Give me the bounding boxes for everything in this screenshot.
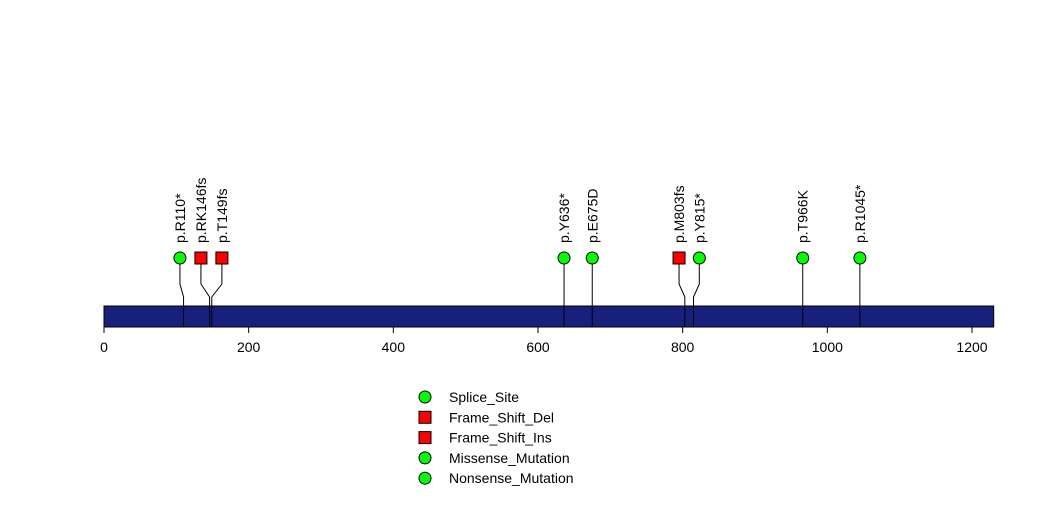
mutation-head-circle	[853, 251, 867, 265]
legend-label: Missense_Mutation	[449, 450, 570, 466]
x-tick-label: 200	[237, 339, 261, 355]
legend-label: Nonsense_Mutation	[449, 470, 574, 486]
protein-bar	[103, 305, 995, 328]
legend-circle-icon	[418, 390, 432, 404]
x-tick-label: 0	[100, 339, 108, 355]
mutation-label: p.R1045*	[852, 184, 868, 243]
mutation-label: p.R110*	[172, 193, 188, 243]
mutation-head-square	[194, 251, 208, 265]
legend-circle-icon	[418, 471, 432, 485]
legend-circle-icon	[418, 451, 432, 465]
legend-square-icon	[418, 431, 432, 445]
mutation-label: p.RK146fs	[193, 178, 209, 243]
x-tick-label: 800	[671, 339, 695, 355]
x-tick-label: 400	[382, 339, 406, 355]
mutation-label: p.Y636*	[556, 193, 572, 243]
mutation-label: p.T149fs	[214, 189, 230, 243]
x-tick-label: 1000	[812, 339, 843, 355]
mutation-head-circle	[557, 251, 571, 265]
mutation-head-circle	[173, 251, 187, 265]
mutation-label: p.E675D	[584, 189, 600, 243]
x-tick-label: 1200	[956, 339, 987, 355]
legend-square-icon	[418, 410, 432, 424]
legend-label: Splice_Site	[449, 389, 519, 405]
mutation-label: p.Y815*	[691, 193, 707, 243]
mutation-head-square	[672, 251, 686, 265]
mutation-head-circle	[585, 251, 599, 265]
mutation-head-circle	[796, 251, 810, 265]
legend-label: Frame_Shift_Ins	[449, 430, 552, 446]
mutation-label: p.M803fs	[671, 185, 687, 243]
mutation-head-square	[215, 251, 229, 265]
mutation-label: p.T966K	[795, 189, 811, 243]
legend-label: Frame_Shift_Del	[449, 409, 554, 425]
x-tick-label: 600	[526, 339, 550, 355]
mutation-head-circle	[692, 251, 706, 265]
